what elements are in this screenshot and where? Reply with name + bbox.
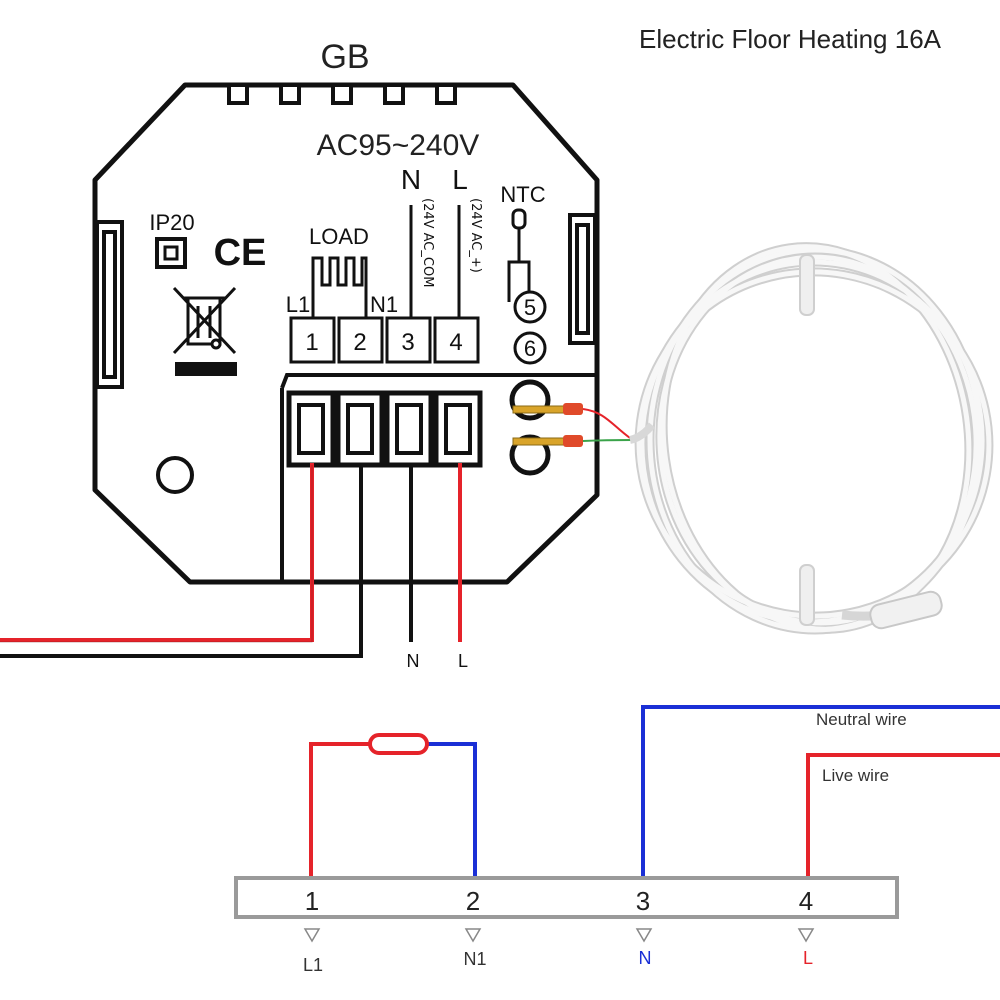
- cable-label-n: N: [407, 651, 420, 671]
- terminal-block: [280, 373, 597, 582]
- mounting-hole: [156, 456, 194, 494]
- terminal-label-3: 3: [401, 329, 414, 356]
- live-wire-label: Live wire: [822, 766, 889, 785]
- schematic-terminal-strip: [234, 876, 899, 919]
- ntc-lead-pins: [512, 403, 633, 447]
- load-label: LOAD: [309, 224, 369, 249]
- load-element-icon: [311, 256, 368, 318]
- n1-label: N1: [370, 292, 398, 317]
- schematic-terminal-3: 3: [636, 886, 650, 916]
- wires-top: [0, 463, 462, 658]
- schematic-label-l1: L1: [303, 955, 323, 975]
- neutral-wire: [641, 705, 1000, 878]
- schematic: Neutral wire Live wire 1 2 3 4 L1 N1 N L: [234, 705, 1000, 975]
- terminal-number-boxes: [289, 316, 480, 364]
- standard-label: GB: [320, 38, 369, 76]
- schematic-terminal-1: 1: [305, 886, 319, 916]
- ip-rating-label: IP20: [149, 210, 194, 235]
- ce-mark: CE: [214, 232, 267, 274]
- ntc-probe-tip: [869, 590, 943, 630]
- thermostat-back-panel: GB AC95~240V IP20 CE LOAD L1 N1 N L (24V…: [92, 38, 600, 585]
- live-wire: [806, 753, 1000, 878]
- schematic-terminal-4: 4: [799, 886, 813, 916]
- terminal-label-1: 1: [305, 329, 318, 356]
- l-sub-label: (24V AC_+): [468, 198, 483, 273]
- left-clip: [95, 220, 124, 389]
- schematic-label-n: N: [639, 948, 652, 968]
- cable-label-l: L: [458, 651, 468, 671]
- n-sub-label: (24V AC_COM: [420, 198, 435, 287]
- l1-label: L1: [286, 292, 310, 317]
- voltage-label: AC95~240V: [317, 129, 480, 162]
- ntc-sensor-icon: [507, 208, 547, 365]
- ntc-sensor-cable: [628, 242, 994, 635]
- heating-element-symbol: [368, 733, 429, 755]
- top-notches: [227, 83, 457, 105]
- right-clip: [568, 213, 597, 345]
- schematic-label-l: L: [803, 948, 813, 968]
- ntc-terminal-6: 6: [524, 336, 536, 361]
- schematic-label-n1: N1: [463, 949, 486, 969]
- terminal-label-4: 4: [449, 329, 462, 356]
- double-insulation-icon: [155, 237, 187, 269]
- terminal-arrow-icons: [303, 928, 815, 943]
- neutral-wire-label: Neutral wire: [816, 710, 907, 729]
- diagram-title: Electric Floor Heating 16A: [639, 24, 942, 54]
- ntc-terminal-5: 5: [524, 295, 536, 320]
- l-supply-label: L: [452, 164, 468, 195]
- ntc-label: NTC: [500, 182, 545, 207]
- n-supply-label: N: [401, 164, 421, 195]
- weee-bin-icon: [172, 286, 237, 376]
- schematic-terminal-2: 2: [466, 886, 480, 916]
- terminal-label-2: 2: [353, 329, 366, 356]
